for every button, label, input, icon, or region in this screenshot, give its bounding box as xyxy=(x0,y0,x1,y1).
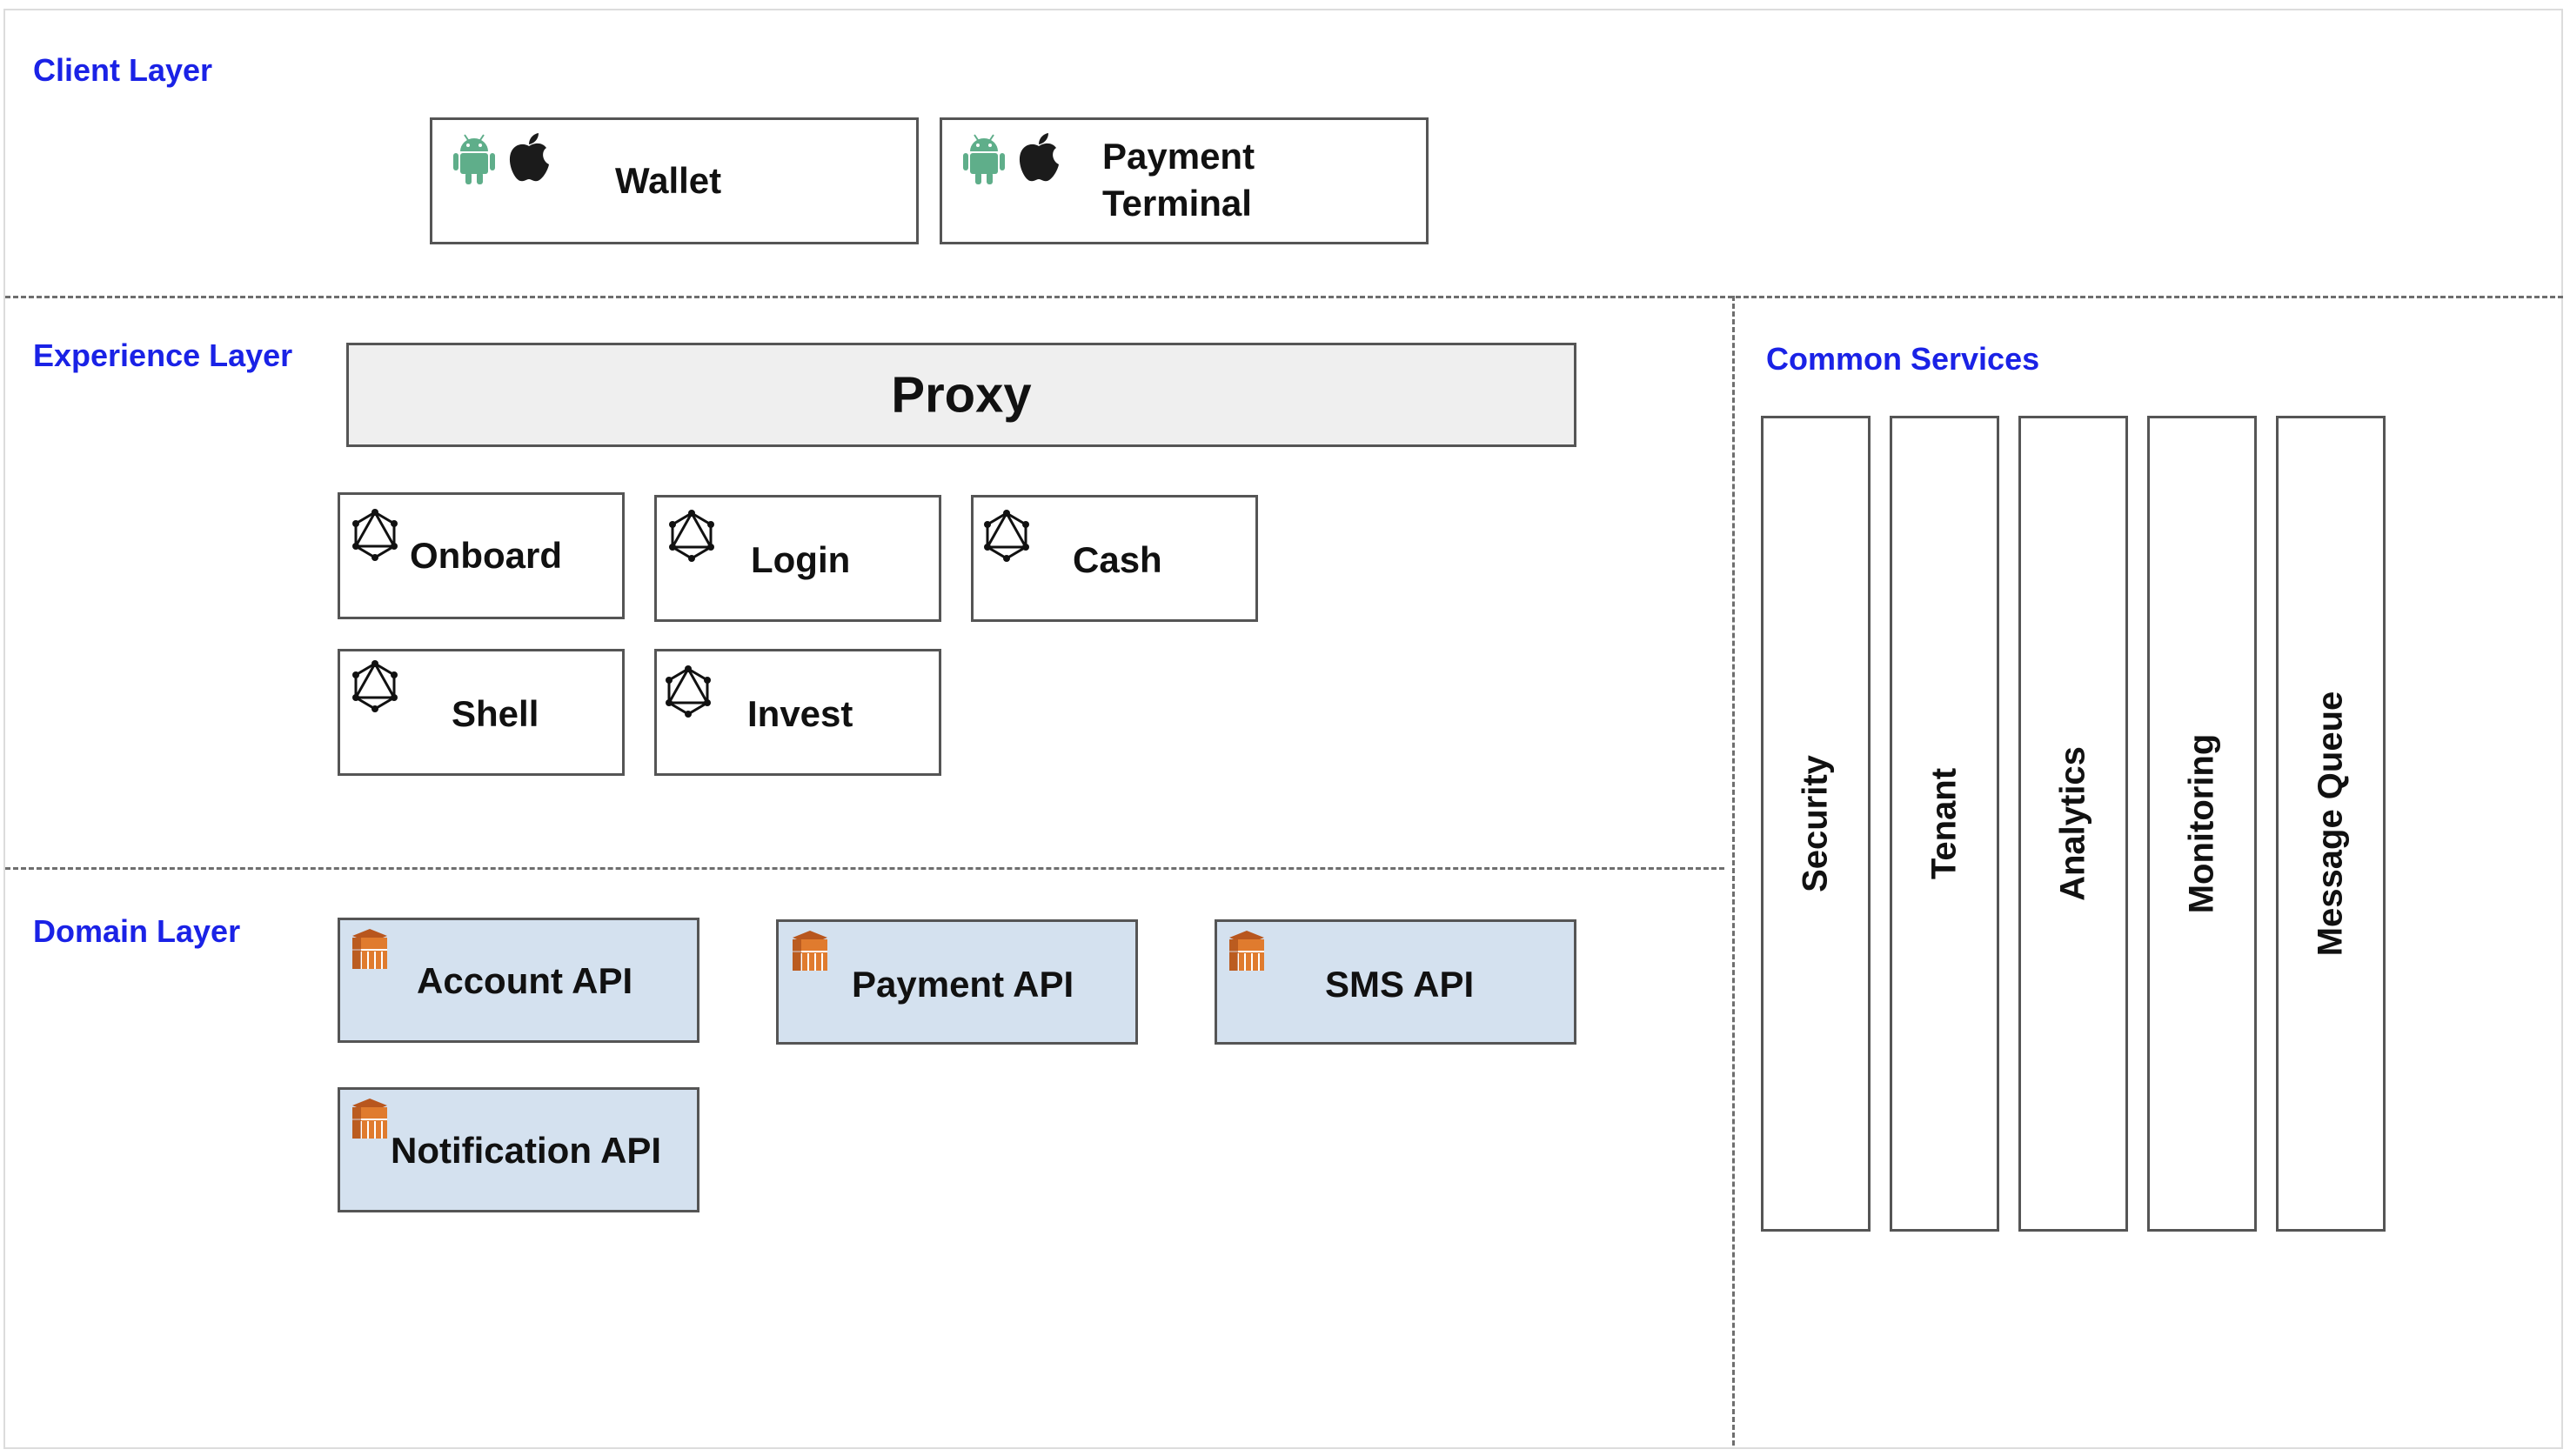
graphql-icon xyxy=(984,510,1029,562)
container-icon xyxy=(793,931,827,971)
account-api-box[interactable]: Account API xyxy=(338,918,699,1043)
security-service-box[interactable]: Security xyxy=(1761,416,1871,1232)
domain-layer-label: Domain Layer xyxy=(33,913,241,949)
wallet-app-box[interactable]: Wallet xyxy=(430,117,919,244)
android-icon xyxy=(453,134,495,184)
separator-experience-domain xyxy=(5,867,1724,870)
wallet-label: Wallet xyxy=(615,160,722,201)
payment-api-label: Payment API xyxy=(852,964,1074,1005)
proxy-label: Proxy xyxy=(891,366,1032,424)
experience-layer-label: Experience Layer xyxy=(33,337,293,373)
container-icon xyxy=(352,1099,387,1139)
analytics-service-box[interactable]: Analytics xyxy=(2018,416,2128,1232)
container-icon xyxy=(352,929,387,969)
sms-api-box[interactable]: SMS API xyxy=(1215,919,1576,1045)
proxy-box[interactable]: Proxy xyxy=(346,343,1576,447)
account-api-label: Account API xyxy=(417,960,633,1001)
message-queue-label: Message Queue xyxy=(2311,691,2350,957)
tenant-label: Tenant xyxy=(1924,767,1964,880)
login-service-box[interactable]: Login xyxy=(654,495,941,622)
monitoring-label: Monitoring xyxy=(2182,733,2221,914)
message-queue-service-box[interactable]: Message Queue xyxy=(2276,416,2386,1232)
login-label: Login xyxy=(751,539,851,580)
payment-terminal-box[interactable]: Payment Terminal xyxy=(940,117,1429,244)
security-label: Security xyxy=(1796,755,1835,892)
notification-api-label: Notification API xyxy=(391,1130,662,1171)
shell-service-box[interactable]: Shell xyxy=(338,649,625,776)
apple-icon xyxy=(509,133,549,182)
separator-common-services xyxy=(1732,296,1735,1446)
common-services-label: Common Services xyxy=(1766,341,2040,377)
graphql-icon xyxy=(666,665,711,718)
analytics-label: Analytics xyxy=(2053,746,2092,901)
invest-label: Invest xyxy=(747,693,853,734)
monitoring-service-box[interactable]: Monitoring xyxy=(2147,416,2257,1232)
invest-service-box[interactable]: Invest xyxy=(654,649,941,776)
graphql-icon xyxy=(352,509,398,561)
onboard-label: Onboard xyxy=(410,535,562,576)
tenant-service-box[interactable]: Tenant xyxy=(1890,416,1999,1232)
payment-api-box[interactable]: Payment API xyxy=(776,919,1138,1045)
payment-terminal-label-line1: Payment xyxy=(1102,136,1255,177)
shell-label: Shell xyxy=(452,693,539,734)
cash-service-box[interactable]: Cash xyxy=(971,495,1258,622)
container-icon xyxy=(1229,931,1264,971)
android-icon xyxy=(963,134,1005,184)
notification-api-box[interactable]: Notification API xyxy=(338,1087,699,1212)
separator-client-experience xyxy=(5,296,2563,298)
cash-label: Cash xyxy=(1073,539,1162,580)
apple-icon xyxy=(1019,133,1059,182)
sms-api-label: SMS API xyxy=(1325,964,1475,1005)
payment-terminal-label-line2: Terminal xyxy=(1102,183,1252,224)
graphql-icon xyxy=(669,510,714,562)
onboard-service-box[interactable]: Onboard xyxy=(338,492,625,619)
client-layer-label: Client Layer xyxy=(33,52,213,88)
graphql-icon xyxy=(352,660,398,712)
